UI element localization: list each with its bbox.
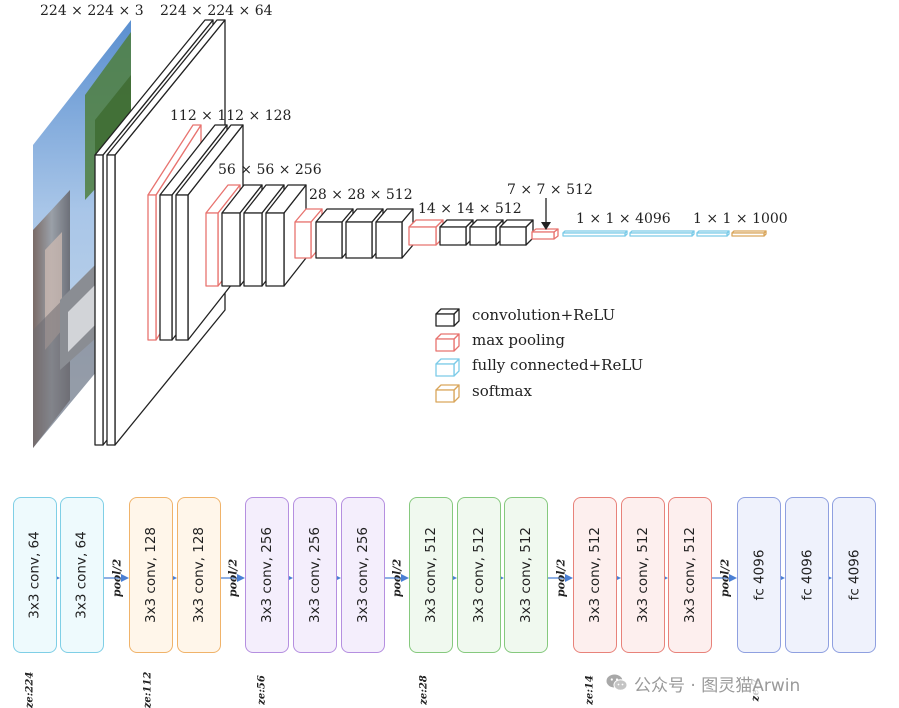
layer-label: 3x3 conv, 512 — [682, 526, 699, 624]
pool-label: pool/2 — [390, 558, 404, 598]
vgg-3d-architecture — [33, 19, 767, 448]
layer-box: 3x3 conv, 64 — [13, 497, 57, 653]
layer-box: fc 4096 — [737, 497, 781, 653]
legend-icon-softmax — [435, 384, 460, 403]
layer-label: fc 4096 — [846, 549, 863, 601]
layer-label: 3x3 conv, 64 — [27, 531, 44, 619]
layer-box: fc 4096 — [785, 497, 829, 653]
layer-label: 3x3 conv, 256 — [307, 526, 324, 624]
wechat-icon — [606, 674, 628, 691]
conv4-block-c — [375, 208, 414, 259]
layer-label: 3x3 conv, 512 — [471, 526, 488, 624]
layer-box: 3x3 conv, 512 — [457, 497, 501, 653]
layer-label: 3x3 conv, 128 — [191, 526, 208, 624]
feature-size-label: ze:56 — [256, 675, 268, 705]
legend-label-maxpool: max pooling — [472, 331, 565, 349]
layer-box: 3x3 conv, 256 — [245, 497, 289, 653]
feature-size-label: ze:14 — [584, 675, 596, 705]
pool-label: pool/2 — [226, 558, 240, 598]
legend-icon-conv — [435, 308, 460, 327]
legend-icon-maxpool — [435, 333, 460, 352]
layer-box: 3x3 conv, 256 — [293, 497, 337, 653]
layer-label: fc 4096 — [751, 549, 768, 601]
layer-box: fc 4096 — [832, 497, 876, 653]
watermark-text: 公众号 · 图灵猫Arwin — [634, 675, 801, 696]
layer-label: 3x3 conv, 512 — [518, 526, 535, 624]
feature-size-label: ze:28 — [418, 675, 430, 705]
layer-label: 3x3 conv, 512 — [587, 526, 604, 624]
legend-label-fc: fully connected+ReLU — [472, 356, 644, 374]
dim-label-conv2: 112 × 112 × 128 — [170, 108, 292, 124]
pool5-pointer-arrowhead — [541, 222, 551, 230]
legend-label-conv: convolution+ReLU — [472, 306, 616, 324]
conv5-block-c — [499, 219, 534, 246]
layer-label: 3x3 conv, 128 — [143, 526, 160, 624]
dim-label-conv4: 28 × 28 × 512 — [309, 187, 413, 203]
layer-box: 3x3 conv, 256 — [341, 497, 385, 653]
dim-label-conv3: 56 × 56 × 256 — [218, 162, 322, 178]
feature-size-label: ze:112 — [142, 671, 154, 708]
watermark: 公众号 · 图灵猫Arwin — [602, 670, 805, 696]
legend-icons — [435, 308, 460, 403]
fc7-block — [629, 230, 695, 237]
layer-label: fc 4096 — [799, 549, 816, 601]
pool-label: pool/2 — [110, 558, 123, 598]
dim-label-output: 1 × 1 × 1000 — [693, 211, 788, 227]
softmax-block — [731, 230, 767, 237]
pool-label: pool/2 — [554, 558, 567, 598]
legend-label-softmax: softmax — [472, 382, 532, 400]
layer-box: 3x3 conv, 512 — [621, 497, 665, 653]
layer-label: 3x3 conv, 512 — [635, 526, 652, 624]
layer-box: 3x3 conv, 64 — [60, 497, 104, 653]
fc6-block — [562, 230, 628, 237]
layer-label: 3x3 conv, 256 — [259, 526, 276, 624]
dim-label-conv1: 224 × 224 × 64 — [160, 3, 273, 19]
pool-label: pool/2 — [718, 558, 731, 598]
legend-icon-fc — [435, 358, 460, 377]
dim-label-fc: 1 × 1 × 4096 — [576, 211, 671, 227]
layer-box: 3x3 conv, 128 — [129, 497, 173, 653]
layer-label: 3x3 conv, 512 — [423, 526, 440, 624]
layer-blocks — [94, 19, 767, 446]
conv5-block-b — [469, 219, 504, 246]
feature-size-label: ze:224 — [24, 671, 36, 708]
fc8-block — [696, 230, 730, 237]
dim-label-pool5: 7 × 7 × 512 — [507, 182, 593, 198]
layer-box: 3x3 conv, 512 — [573, 497, 617, 653]
layer-box: 3x3 conv, 512 — [409, 497, 453, 653]
dim-label-conv5: 14 × 14 × 512 — [418, 201, 522, 217]
layer-label: 3x3 conv, 64 — [74, 531, 91, 619]
dim-label-input: 224 × 224 × 3 — [40, 3, 144, 19]
conv5-block-a — [439, 219, 474, 246]
pool4-block — [408, 219, 444, 246]
pool5-block — [531, 228, 559, 240]
layer-box: 3x3 conv, 128 — [177, 497, 221, 653]
layer-box: 3x3 conv, 512 — [504, 497, 548, 653]
layer-label: 3x3 conv, 256 — [355, 526, 372, 624]
layer-box: 3x3 conv, 512 — [668, 497, 712, 653]
